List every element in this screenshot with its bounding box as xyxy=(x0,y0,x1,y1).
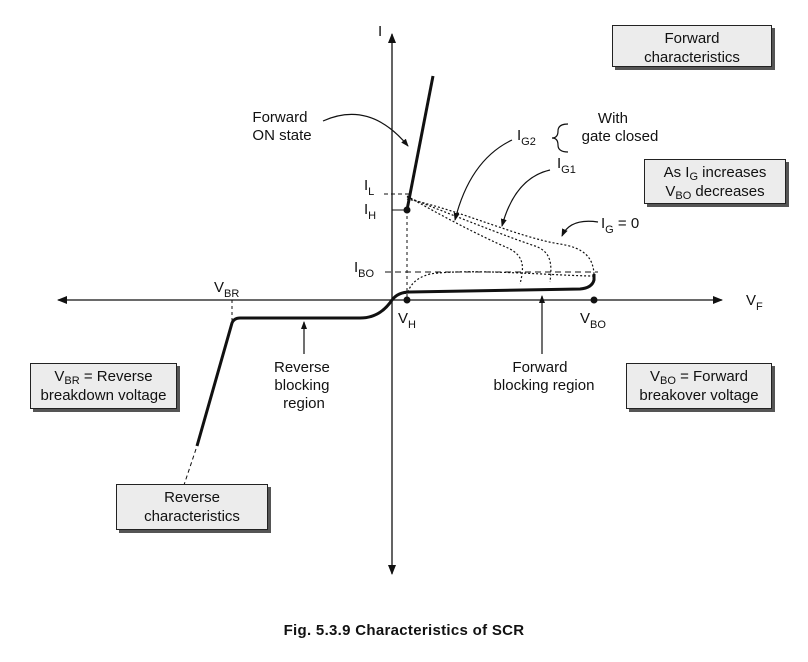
ig1-label: IG1 xyxy=(557,155,576,176)
forward-on-state-line xyxy=(405,75,435,211)
forward-blocking-region-label: Forward blocking region xyxy=(494,359,595,394)
reverse-breakdown-dashed-line xyxy=(182,448,197,489)
ibo-return-dotted xyxy=(407,271,595,293)
reverse-characteristics-box: Reverse characteristics xyxy=(116,484,268,530)
x-axis-label: VF xyxy=(746,292,763,313)
vbo-label: VBO xyxy=(580,310,606,331)
forward-blocking-curve xyxy=(390,274,596,301)
ig1-pointer xyxy=(500,169,551,227)
ig0-label: IG = 0 xyxy=(601,215,639,236)
ig-increases-line1: As IG increases xyxy=(663,164,767,183)
vbo-definition-line1: VBO = Forward xyxy=(649,368,749,387)
forward-on-state-label: Forward ON state xyxy=(252,109,311,144)
vbr-definition-line1: VBR = Reverse xyxy=(54,368,153,387)
ig2-transition-dotted xyxy=(406,195,524,285)
vbr-definition-box: VBR = Reverse breakdown voltage xyxy=(30,363,177,409)
ih-point xyxy=(403,206,411,214)
vbr-label: VBR xyxy=(214,279,239,300)
vbo-decreases-line2: VBO decreases xyxy=(665,183,765,202)
ig0-transition-dotted xyxy=(406,198,595,275)
vh-label: VH xyxy=(398,310,416,331)
ig-increases-box: As IG increases VBO decreases xyxy=(644,159,786,204)
ih-label: IH xyxy=(364,201,376,222)
vbo-point xyxy=(590,296,598,304)
ig2-pointer xyxy=(453,139,513,221)
reverse-characteristics-line1: Reverse xyxy=(164,489,220,506)
reverse-characteristic-curve xyxy=(195,299,394,447)
forward-characteristics-box: Forward characteristics xyxy=(612,25,772,67)
reverse-blocking-region-label: Reverse blocking region xyxy=(274,359,334,412)
vbo-definition-box: VBO = Forward breakover voltage xyxy=(626,363,772,409)
y-axis-label: I xyxy=(378,23,382,40)
ig0-pointer xyxy=(561,220,599,237)
forward-characteristics-line2: characteristics xyxy=(644,49,740,66)
gate-closed-brace xyxy=(551,123,569,153)
reverse-characteristics-line2: characteristics xyxy=(144,508,240,525)
forward-characteristics-line1: Forward xyxy=(664,30,720,47)
ig1-transition-dotted xyxy=(406,196,552,283)
vbo-definition-line2: breakover voltage xyxy=(639,387,759,404)
vh-point xyxy=(403,296,411,304)
vbr-definition-line2: breakdown voltage xyxy=(40,387,167,404)
figure-caption: Fig. 5.3.9 Characteristics of SCR xyxy=(283,622,525,639)
forward-on-state-pointer xyxy=(322,113,409,147)
ibo-label: IBO xyxy=(354,259,375,280)
with-gate-closed-label: With gate closed xyxy=(582,110,659,145)
forward-on-state-low-current-segment xyxy=(391,291,407,301)
ig2-label: IG2 xyxy=(517,127,536,148)
il-label: IL xyxy=(364,177,374,198)
